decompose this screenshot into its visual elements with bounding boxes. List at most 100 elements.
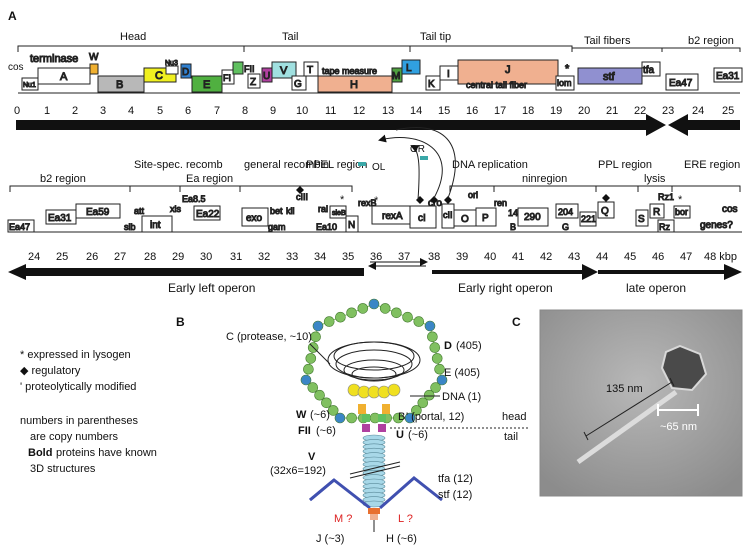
svg-text:27: 27 bbox=[114, 251, 126, 263]
svg-text:*: * bbox=[565, 63, 570, 75]
panel-a-label: A bbox=[8, 9, 17, 23]
gene-t bbox=[303, 61, 319, 77]
regulatory-diamonds bbox=[296, 186, 610, 204]
svg-text:Nu1: Nu1 bbox=[23, 82, 36, 89]
svg-text:2: 2 bbox=[72, 105, 78, 117]
micrograph bbox=[539, 309, 743, 497]
label-tfa: tfa (12) bbox=[438, 473, 473, 485]
svg-text:U: U bbox=[263, 71, 270, 82]
svg-text:24: 24 bbox=[692, 105, 704, 117]
capsid-bead bbox=[379, 303, 391, 314]
gene-rz bbox=[657, 219, 675, 233]
svg-text:17: 17 bbox=[494, 105, 506, 117]
gene-s bbox=[635, 209, 649, 227]
svg-text:Ea47: Ea47 bbox=[669, 78, 693, 89]
capsid-bead bbox=[423, 389, 435, 401]
label-tail: tail bbox=[504, 431, 518, 443]
svg-text:Bold: Bold bbox=[28, 447, 52, 459]
measure-65nm: ~65 nm bbox=[660, 421, 697, 433]
svg-text:9: 9 bbox=[270, 105, 276, 117]
svg-text:22: 22 bbox=[634, 105, 646, 117]
label-dna: DNA (1) bbox=[442, 391, 481, 403]
svg-text:28: 28 bbox=[144, 251, 156, 263]
svg-text:(~6): (~6) bbox=[316, 425, 336, 437]
svg-text:6: 6 bbox=[185, 105, 191, 117]
svg-text:Ea59: Ea59 bbox=[86, 207, 110, 218]
svg-text:31: 31 bbox=[230, 251, 242, 263]
gene-int bbox=[141, 215, 173, 233]
svg-text:Ea47: Ea47 bbox=[9, 222, 30, 232]
svg-text:D: D bbox=[182, 67, 189, 78]
gene-g bbox=[291, 75, 307, 91]
capsid-bead bbox=[312, 320, 324, 332]
capsid-bead bbox=[429, 342, 441, 353]
svg-text:30: 30 bbox=[200, 251, 212, 263]
gene-bor bbox=[673, 205, 691, 219]
capsid-bead bbox=[402, 311, 413, 323]
svg-text:(~6): (~6) bbox=[408, 429, 428, 441]
capsid-bead bbox=[334, 412, 346, 424]
svg-text:J: J bbox=[505, 64, 511, 76]
region-tail-tip: Tail tip bbox=[420, 31, 451, 43]
svg-text:14: 14 bbox=[410, 105, 422, 117]
svg-text:R: R bbox=[653, 207, 660, 218]
label-b-portal: B bbox=[398, 411, 405, 423]
svg-text:rexA: rexA bbox=[382, 211, 403, 222]
svg-text:stf: stf bbox=[603, 71, 616, 83]
legend: * expressed in lysogen ◆ regulatory ' pr… bbox=[20, 349, 157, 475]
svg-text:* expressed in lysogen: * expressed in lysogen bbox=[20, 349, 131, 361]
svg-text:25: 25 bbox=[722, 105, 734, 117]
gene-ea22 bbox=[193, 205, 221, 221]
svg-text:N: N bbox=[348, 220, 355, 231]
capsid-bead bbox=[427, 331, 438, 343]
gene-nu3 bbox=[165, 65, 179, 75]
svg-text:221: 221 bbox=[581, 214, 596, 224]
svg-text:24: 24 bbox=[28, 251, 40, 263]
svg-text:cos: cos bbox=[722, 204, 738, 215]
fii-protein bbox=[362, 414, 370, 422]
svg-text:A: A bbox=[60, 71, 68, 83]
svg-text:cIII: cIII bbox=[296, 192, 308, 202]
top-region-brackets bbox=[17, 45, 741, 52]
capsid-bead bbox=[327, 405, 339, 416]
capsid-bead bbox=[346, 412, 357, 424]
svg-text:40: 40 bbox=[484, 251, 496, 263]
measure-135nm: 135 nm bbox=[606, 383, 643, 395]
capsid-bead bbox=[434, 363, 445, 375]
portal bbox=[347, 383, 401, 399]
region-general-recombin: general recombin bbox=[244, 159, 329, 171]
capsid-bead bbox=[303, 363, 314, 375]
top-left-arrow bbox=[668, 114, 740, 136]
svg-text:Z: Z bbox=[250, 77, 256, 88]
svg-text:W: W bbox=[89, 52, 99, 63]
capsid-bead bbox=[346, 307, 357, 319]
label-head: head bbox=[502, 411, 526, 423]
capsid-bead bbox=[391, 307, 402, 319]
svg-text:' (portal, 12): ' (portal, 12) bbox=[406, 411, 464, 423]
gene-a bbox=[37, 67, 91, 85]
svg-text:L: L bbox=[406, 63, 412, 74]
svg-text:33: 33 bbox=[286, 251, 298, 263]
region-nin: ninregion bbox=[522, 173, 567, 185]
svg-text:3D structures: 3D structures bbox=[30, 463, 96, 475]
svg-text:bor: bor bbox=[675, 207, 688, 217]
svg-text:Ea22: Ea22 bbox=[196, 209, 220, 220]
svg-text:gam: gam bbox=[268, 222, 286, 232]
svg-text:ral: ral bbox=[318, 204, 328, 214]
tail-tip bbox=[368, 508, 380, 532]
svg-text:B: B bbox=[510, 222, 516, 232]
svg-text:B: B bbox=[116, 79, 123, 91]
label-e: E (405) bbox=[444, 367, 480, 379]
svg-text:1: 1 bbox=[44, 105, 50, 117]
svg-text:*: * bbox=[678, 194, 683, 206]
capsid-bead bbox=[300, 374, 312, 386]
gene-z bbox=[247, 73, 261, 89]
svg-text:20: 20 bbox=[578, 105, 590, 117]
label-h: H (~6) bbox=[386, 533, 417, 545]
operator-ol: OL bbox=[372, 162, 386, 173]
gene-ea59 bbox=[75, 203, 121, 219]
capsid-bead bbox=[305, 353, 317, 364]
gene-ci bbox=[409, 205, 437, 229]
svg-text:sib: sib bbox=[124, 222, 136, 232]
capsid bbox=[300, 298, 448, 424]
